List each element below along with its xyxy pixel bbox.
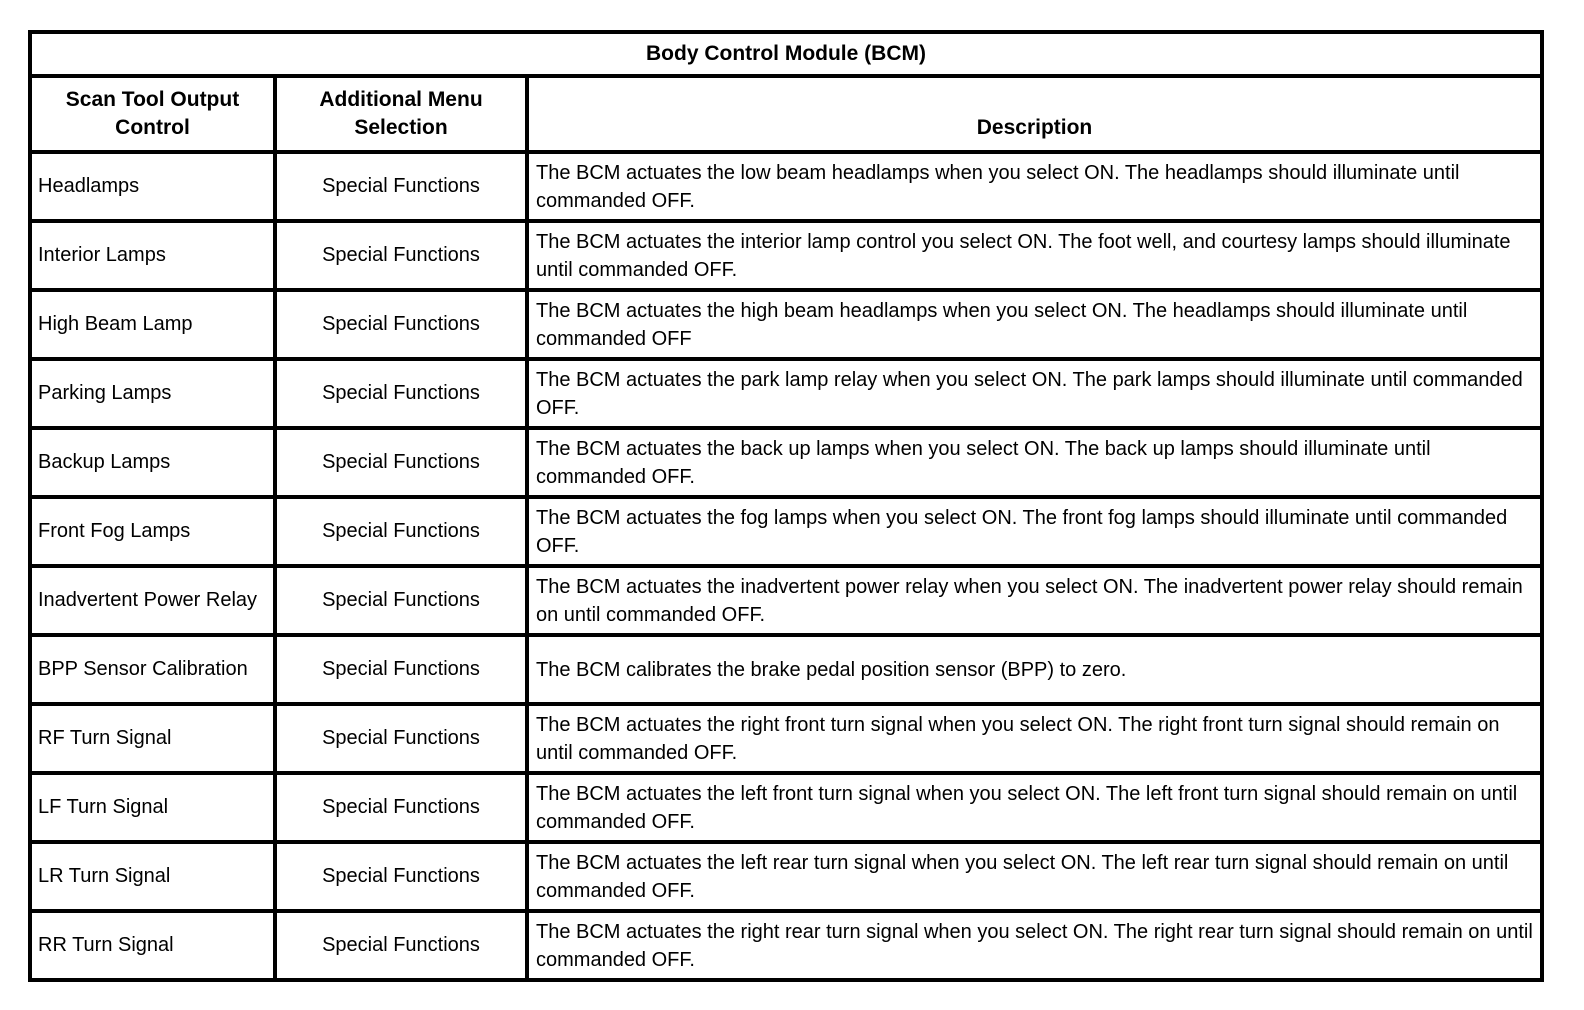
bcm-table: Body Control Module (BCM) Scan Tool Outp… (28, 30, 1544, 982)
table-row: BPP Sensor Calibration Special Functions… (28, 633, 1544, 706)
cell-control: Interior Lamps (28, 219, 277, 292)
table-row: Interior Lamps Special Functions The BCM… (28, 219, 1544, 292)
table-row: High Beam Lamp Special Functions The BCM… (28, 288, 1544, 361)
cell-menu: Special Functions (273, 633, 529, 706)
cell-control: Parking Lamps (28, 357, 277, 430)
cell-control: Backup Lamps (28, 426, 277, 499)
table-title-row: Body Control Module (BCM) (28, 30, 1544, 78)
cell-description: The BCM actuates the high beam headlamps… (525, 288, 1544, 361)
cell-control: High Beam Lamp (28, 288, 277, 361)
cell-description: The BCM actuates the interior lamp contr… (525, 219, 1544, 292)
table-row: Headlamps Special Functions The BCM actu… (28, 150, 1544, 223)
cell-description: The BCM actuates the left rear turn sign… (525, 840, 1544, 913)
table-row: LR Turn Signal Special Functions The BCM… (28, 840, 1544, 913)
table-row: Parking Lamps Special Functions The BCM … (28, 357, 1544, 430)
table-row: RR Turn Signal Special Functions The BCM… (28, 909, 1544, 982)
cell-menu: Special Functions (273, 288, 529, 361)
cell-menu: Special Functions (273, 357, 529, 430)
cell-description: The BCM actuates the right front turn si… (525, 702, 1544, 775)
cell-description: The BCM actuates the fog lamps when you … (525, 495, 1544, 568)
cell-menu: Special Functions (273, 840, 529, 913)
table-row: RF Turn Signal Special Functions The BCM… (28, 702, 1544, 775)
cell-control: Headlamps (28, 150, 277, 223)
cell-menu: Special Functions (273, 909, 529, 982)
table-header-row: Scan Tool Output Control Additional Menu… (28, 74, 1544, 154)
cell-menu: Special Functions (273, 564, 529, 637)
cell-description: The BCM actuates the back up lamps when … (525, 426, 1544, 499)
cell-control: BPP Sensor Calibration (28, 633, 277, 706)
cell-control: RR Turn Signal (28, 909, 277, 982)
cell-menu: Special Functions (273, 495, 529, 568)
table-row: Inadvertent Power Relay Special Function… (28, 564, 1544, 637)
column-header-description: Description (525, 74, 1544, 154)
table-title: Body Control Module (BCM) (28, 30, 1544, 78)
cell-description: The BCM actuates the low beam headlamps … (525, 150, 1544, 223)
table-row: Front Fog Lamps Special Functions The BC… (28, 495, 1544, 568)
cell-menu: Special Functions (273, 426, 529, 499)
column-header-scan-tool-output-control: Scan Tool Output Control (28, 74, 277, 154)
cell-description: The BCM actuates the park lamp relay whe… (525, 357, 1544, 430)
cell-menu: Special Functions (273, 771, 529, 844)
table-row: Backup Lamps Special Functions The BCM a… (28, 426, 1544, 499)
cell-menu: Special Functions (273, 702, 529, 775)
bcm-table-container: Body Control Module (BCM) Scan Tool Outp… (28, 30, 1544, 982)
cell-menu: Special Functions (273, 150, 529, 223)
cell-control: RF Turn Signal (28, 702, 277, 775)
cell-menu: Special Functions (273, 219, 529, 292)
column-header-additional-menu-selection: Additional Menu Selection (273, 74, 529, 154)
cell-control: LF Turn Signal (28, 771, 277, 844)
cell-description: The BCM actuates the left front turn sig… (525, 771, 1544, 844)
cell-description: The BCM calibrates the brake pedal posit… (525, 633, 1544, 706)
cell-description: The BCM actuates the inadvertent power r… (525, 564, 1544, 637)
cell-control: Front Fog Lamps (28, 495, 277, 568)
cell-description: The BCM actuates the right rear turn sig… (525, 909, 1544, 982)
cell-control: LR Turn Signal (28, 840, 277, 913)
table-row: LF Turn Signal Special Functions The BCM… (28, 771, 1544, 844)
cell-control: Inadvertent Power Relay (28, 564, 277, 637)
